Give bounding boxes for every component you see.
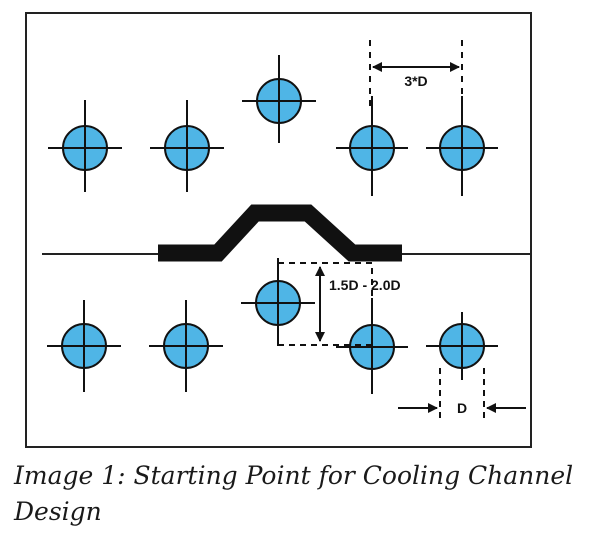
cooling-channel [149, 300, 223, 392]
cooling-channel [150, 100, 224, 192]
channel-diameter-label: D [457, 400, 467, 416]
cooling-channel [47, 300, 121, 392]
cooling-channel-diagram: 3*D 1.5D - 2.0D D [25, 12, 532, 448]
channel-offset-label: 1.5D - 2.0D [329, 277, 401, 293]
cooling-channel [426, 312, 498, 380]
dimension-channel-offset: 1.5D - 2.0D [277, 262, 401, 346]
cooling-channel-row-upper [48, 55, 498, 196]
mold-frame [25, 12, 532, 448]
cooling-channel [336, 96, 408, 196]
dimension-channel-spacing: 3*D [369, 40, 463, 112]
cooling-channel [426, 96, 498, 196]
dimension-channel-diameter: D [398, 368, 526, 420]
figure-caption: Image 1: Starting Point for Cooling Chan… [14, 461, 574, 526]
channel-spacing-label: 3*D [404, 73, 427, 89]
cooling-channel-row-lower [47, 258, 498, 394]
part-profile [158, 204, 402, 262]
cooling-channel [242, 55, 316, 143]
cooling-channel [48, 100, 122, 192]
